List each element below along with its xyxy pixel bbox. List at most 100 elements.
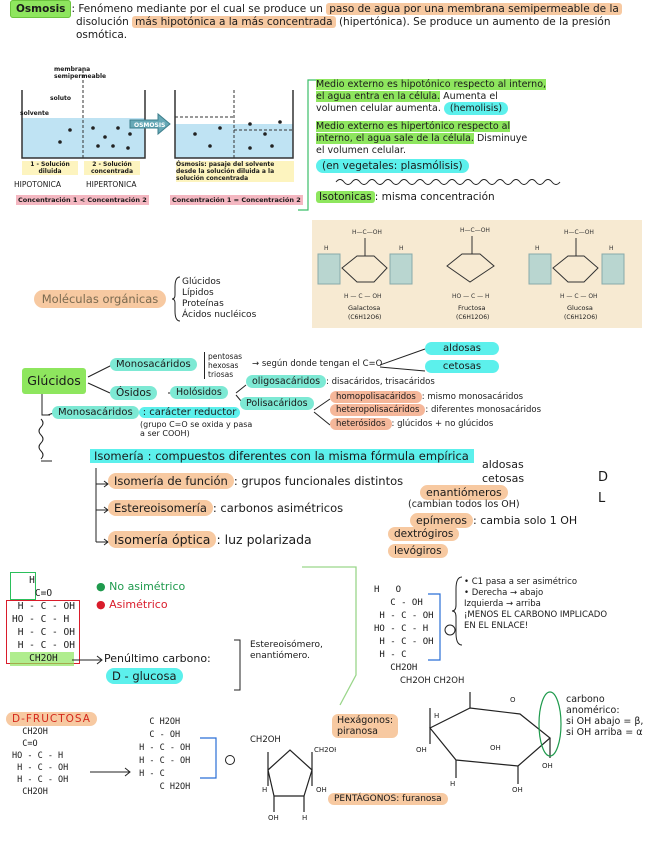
solvente-label: solvente [20,110,49,117]
svg-text:OH: OH [316,786,327,794]
penultimo-brace [234,639,241,691]
cetosas-tag: cetosas [425,360,499,373]
holosidos-tag: Holósidos [170,386,228,399]
plasmolisis-tag: (en vegetales: plasmólisis) [316,159,469,173]
svg-text:H—C—OH: H—C—OH [352,229,382,236]
fructosa-formula: (C6H12O6) [456,314,490,321]
wavy-divider [335,179,561,185]
osmosis-caption: Ósmosis: pasaje del solvente desde la so… [176,161,294,182]
svg-text:CH2OH: CH2OH [314,746,336,754]
concentration-right: Concentración 1 = Concentración 2 [170,195,303,205]
glucosa-label: Glucosa [567,304,593,312]
estereoisomeria: Estereoisomería: carbonos asimétricos [108,500,343,516]
svg-text:O: O [510,696,516,704]
svg-text:H: H [434,712,439,720]
svg-text:OH: OH [268,814,279,822]
fructosa-title: D-FRUCTOSA [6,712,97,726]
glucidos-tree-lines [38,348,426,462]
reductor-note: (grupo C=O se oxida y pasa a ser COOH) [140,420,253,438]
funcion-cetosas: cetosas [482,472,525,485]
letter-d: D [598,470,609,485]
hypertonic-note: Medio externo es hipertónico respecto al… [316,121,511,144]
anomero-note: carbono anomérico: si OH abajo = β, si O… [566,694,644,738]
hemolisis-tag: (hemolisis) [443,102,509,115]
carbonyl-box [10,572,36,600]
svg-text:H — C — OH: H — C — OH [560,293,598,300]
epimeros: epímeros: cambia solo 1 OH [410,513,577,528]
osmosis-arrow-label: OSMOSIS [134,122,165,129]
osmosis-title: Osmosis [10,0,72,18]
svg-text:H: H [450,780,455,788]
glucose-fischer: H C=O H - C - OH HO - C - H H - C - OH H… [6,570,96,690]
solution-2-type: HIPERTONICA [86,180,137,189]
pentagonos-tag: PENTÁGONOS: furanosa [328,793,448,805]
svg-text:OH: OH [490,744,501,752]
svg-text:H — C — OH: H — C — OH [344,293,382,300]
fructosa-label: Fructosa [458,304,486,312]
svg-text:H: H [609,245,614,252]
funcion-aldosas: aldosas [482,458,524,471]
oligosacaridos-note: oligosacáridos: disacáridos, trisacárido… [246,375,435,388]
fructosa-arrow [90,767,131,777]
levogiros-tag: levógiros [388,544,448,558]
anomeric-circle [538,691,562,757]
isomeria-optica: Isomería óptica: luz polarizada [108,531,312,548]
legend-no-asimetrico: ● No asimétrico [96,580,186,593]
isomeria-definition: Isomería: compuestos diferentes con la m… [90,449,474,463]
osidos-tag: Ósidos [110,386,158,400]
organicas-item: Proteínas [182,299,224,309]
svg-text:H: H [399,245,404,252]
segun-carbonilo: → según donde tengan el C=O [252,359,383,369]
enantiomeros-tag: enantiómeros [420,485,508,500]
svg-text:OH: OH [512,786,523,794]
solution-1-label: 1 - Solución diluida [22,161,78,175]
organicas-brace [172,276,181,322]
heteropolisacaridos-note: heteropolisacáridos: diferentes monosacá… [330,404,541,416]
isotonic-tag: Isotonicas [316,191,375,203]
soluto-label: soluto [50,95,72,102]
osmosis-diagram: OSMOSIS membrana semipermeable soluto so… [10,62,305,210]
svg-text:OH: OH [542,762,553,770]
svg-text:H—C—OH: H—C—OH [460,227,490,234]
legend-asimetrico: ● Asimétrico [96,598,168,611]
galactosa-label: Galactosa [348,304,381,312]
pyranose-top: CH2OH CH2OH [400,676,465,686]
heterosidos-note: heterósidos: glúcidos + no glúcidos [330,418,493,430]
ring-closure-line [428,593,456,661]
fructosa-closure-line [200,737,235,779]
solution-1-type: HIPOTONICA [14,180,61,189]
svg-text:H—C—OH: H—C—OH [564,229,594,236]
penultimate-box [10,652,74,666]
concentration-left: Concentración 1 < Concentración 2 [16,195,149,205]
homopolisacaridos-note: homopolisacáridos: mismo monosacáridos [330,391,523,403]
fructosa-chain: CH2OH C=O HO - C - H H - C - OH H - C - … [12,727,69,797]
glucosa-formula: (C6H12O6) [564,314,598,321]
pyranose-ring: OH H OH O OH H OH [416,692,553,794]
medio-notes: Medio externo es hipotónico respecto al … [316,79,651,204]
d-glucosa-tag: D - glucosa [106,668,183,684]
osmosis-definition: Osmosis: Fenómeno mediante por el cual s… [10,0,650,42]
organicas-list: Glúcidos Lípidos Proteínas Ácidos nucléi… [182,277,256,321]
moleculas-title: Moléculas orgánicas [34,290,166,308]
ring-bullets: • C1 pasa a ser asimétrico • Derecha → a… [464,577,608,631]
monosacaridos-reductor: Monosacáridos: carácter reductor [52,406,241,420]
isomeria-funcion: Isomería de función: grupos funcionales … [108,473,403,489]
svg-text:OH: OH [416,746,427,754]
svg-text:H: H [535,245,540,252]
hexagonos-tag: Hexágonos: piranosa [332,714,399,738]
glucidos-title: Glúcidos [22,368,86,394]
fructosa-chain-ring: C H2OH C - OH H - C - OH H - C - OH H - … [139,717,191,792]
organicas-item: Lípidos [182,288,214,298]
monosacaridos-list: pentosas hexosas triosas [204,352,242,379]
glucose-chain: H C=O H - C - OH HO - C - H H - C - OH H… [12,575,75,664]
enantiomeros-note: (cambian todos los OH) [408,499,520,510]
glucose-chain-ring: H O C - OH H - C - OH HO - C - H H - C -… [374,585,434,673]
penultimo-arrow [72,655,103,665]
membrana-label: membrana semipermeable [54,66,107,80]
svg-text:HO — C — H: HO — C — H [452,293,490,300]
ring-notes-brace [452,576,463,646]
isomeria-title: Isomería [90,449,148,463]
